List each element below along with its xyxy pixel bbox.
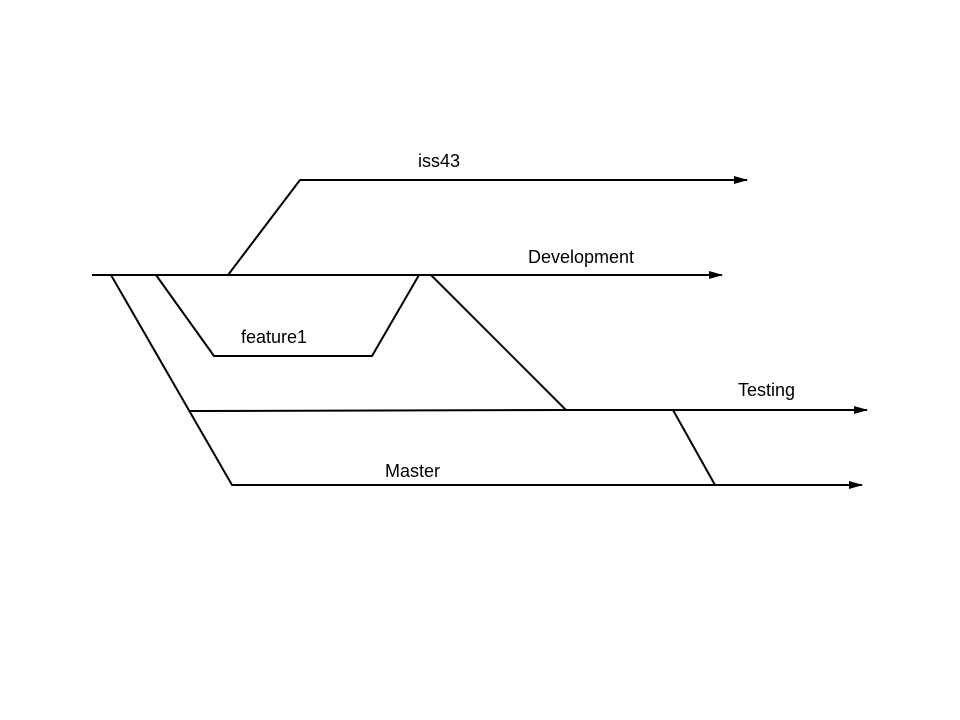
development-label: Development (528, 247, 634, 267)
master-label: Master (385, 461, 440, 481)
development-to-testing-merge-line (430, 274, 567, 411)
testing-branch-line (188, 406, 868, 414)
master-branch-line (110, 274, 863, 489)
testing-label: Testing (738, 380, 795, 400)
iss43-label: iss43 (418, 151, 460, 171)
feature1-branch-line (155, 274, 420, 357)
iss43-branch-line (227, 176, 748, 276)
feature1-label: feature1 (241, 327, 307, 347)
testing-to-master-merge-line (672, 409, 716, 486)
